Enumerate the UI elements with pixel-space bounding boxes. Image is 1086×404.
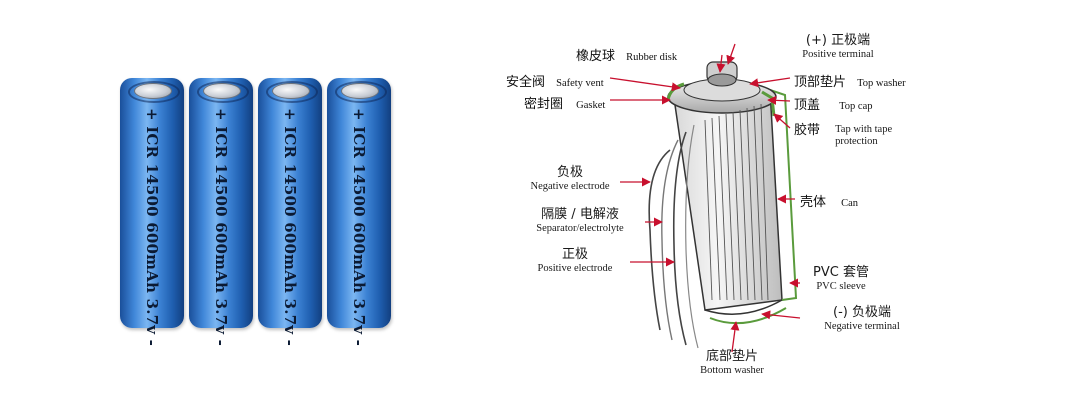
battery-photo: + ICR 14500 600mAh 3.7v - + ICR 14500 60… <box>0 0 520 404</box>
label-positive-electrode-en: Positive electrode <box>537 262 613 274</box>
battery-cell: + ICR 14500 600mAh 3.7v - <box>258 78 322 346</box>
battery-rim <box>335 81 387 103</box>
jelly-roll-layers <box>704 103 769 301</box>
battery-label: + ICR 14500 600mAh 3.7v - <box>212 108 230 347</box>
label-positive-terminal: (+) 正极端 Positive terminal <box>788 33 888 61</box>
label-tape-zh: 胶带 <box>794 123 821 138</box>
label-arrows <box>609 43 801 353</box>
label-top-cap-en: Top cap <box>839 101 873 112</box>
label-top-washer-en: Top washer <box>857 78 906 89</box>
label-top-cap: 顶盖 Top cap <box>794 95 873 114</box>
battery-rim <box>197 81 249 103</box>
label-tape-en: Tap with tape <box>835 124 893 135</box>
battery-cell: + ICR 14500 600mAh 3.7v - <box>189 78 253 346</box>
label-top-washer: 顶部垫片 Top washer <box>794 72 906 91</box>
negative-electrode-sheet <box>648 149 671 331</box>
label-rubber-disk: 橡皮球 Rubber disk <box>576 46 677 65</box>
label-bottom-washer: 底部垫片 Bottom washer <box>684 349 780 377</box>
battery-cell: + ICR 14500 600mAh 3.7v - <box>327 78 391 346</box>
label-positive-terminal-zh: (+) 正极端 <box>805 33 871 48</box>
battery-cap <box>341 83 379 99</box>
label-separator: 隔膜 / 电解液 Separator/electrolyte <box>520 207 640 235</box>
battery-label: + ICR 14500 600mAh 3.7v - <box>281 108 299 347</box>
label-bottom-washer-zh: 底部垫片 <box>705 349 758 364</box>
label-separator-en: Separator/electrolyte <box>536 222 624 234</box>
label-safety-vent-zh: 安全阀 <box>506 75 546 90</box>
separator-sheet <box>661 139 679 341</box>
label-tape-en2: protection <box>835 136 878 148</box>
label-rubber-disk-zh: 橡皮球 <box>576 49 616 64</box>
label-safety-vent: 安全阀 Safety vent <box>506 72 604 91</box>
separator-sheet-2 <box>685 124 699 349</box>
rubber-disk-shape <box>707 73 737 87</box>
label-can: 壳体 Can <box>800 192 858 211</box>
label-negative-terminal: (-) 负极端 Negative terminal <box>800 305 924 333</box>
label-tape: 胶带 Tap with tape protection <box>794 123 893 148</box>
label-separator-zh: 隔膜 / 电解液 <box>541 207 619 222</box>
label-positive-terminal-en: Positive terminal <box>802 48 874 60</box>
label-positive-electrode-zh: 正极 <box>561 247 588 262</box>
label-can-en: Can <box>841 198 859 209</box>
cell-cutaway-diagram: 橡皮球 Rubber disk (+) 正极端 Positive termina… <box>500 0 1086 404</box>
label-negative-terminal-en: Negative terminal <box>824 320 900 332</box>
label-positive-electrode: 正极 Positive electrode <box>522 247 628 275</box>
label-negative-electrode-zh: 负极 <box>556 165 583 180</box>
battery-cell: + ICR 14500 600mAh 3.7v - <box>120 78 184 346</box>
label-pvc-sleeve: PVC 套管 PVC sleeve <box>800 265 882 293</box>
label-gasket: 密封圈 Gasket <box>524 94 605 113</box>
bottom-washer-shape <box>704 299 783 315</box>
label-gasket-en: Gasket <box>576 100 606 111</box>
label-pvc-sleeve-en: PVC sleeve <box>816 280 866 292</box>
battery-rim <box>266 81 318 103</box>
cutaway-drawing <box>609 43 801 353</box>
label-negative-electrode-en: Negative electrode <box>530 180 610 192</box>
label-safety-vent-en: Safety vent <box>556 78 604 89</box>
battery-rim <box>128 81 180 103</box>
label-gasket-zh: 密封圈 <box>524 97 564 112</box>
label-can-zh: 壳体 <box>800 195 827 210</box>
label-top-cap-zh: 顶盖 <box>794 98 821 113</box>
battery-label: + ICR 14500 600mAh 3.7v - <box>350 108 368 347</box>
label-negative-terminal-zh: (-) 负极端 <box>833 305 891 320</box>
battery-cap <box>134 83 172 99</box>
label-pvc-sleeve-zh: PVC 套管 <box>813 265 869 280</box>
label-bottom-washer-en: Bottom washer <box>700 364 764 376</box>
battery-label: + ICR 14500 600mAh 3.7v - <box>143 108 161 347</box>
battery-cap <box>272 83 310 99</box>
positive-electrode-sheet <box>672 131 687 346</box>
label-negative-electrode: 负极 Negative electrode <box>520 165 620 193</box>
can-bottom <box>709 307 787 325</box>
can-shell <box>674 89 783 311</box>
label-top-washer-zh: 顶部垫片 <box>794 75 847 90</box>
label-rubber-disk-en: Rubber disk <box>626 52 678 63</box>
pvc-sleeve-outline <box>769 89 798 301</box>
battery-cap <box>203 83 241 99</box>
